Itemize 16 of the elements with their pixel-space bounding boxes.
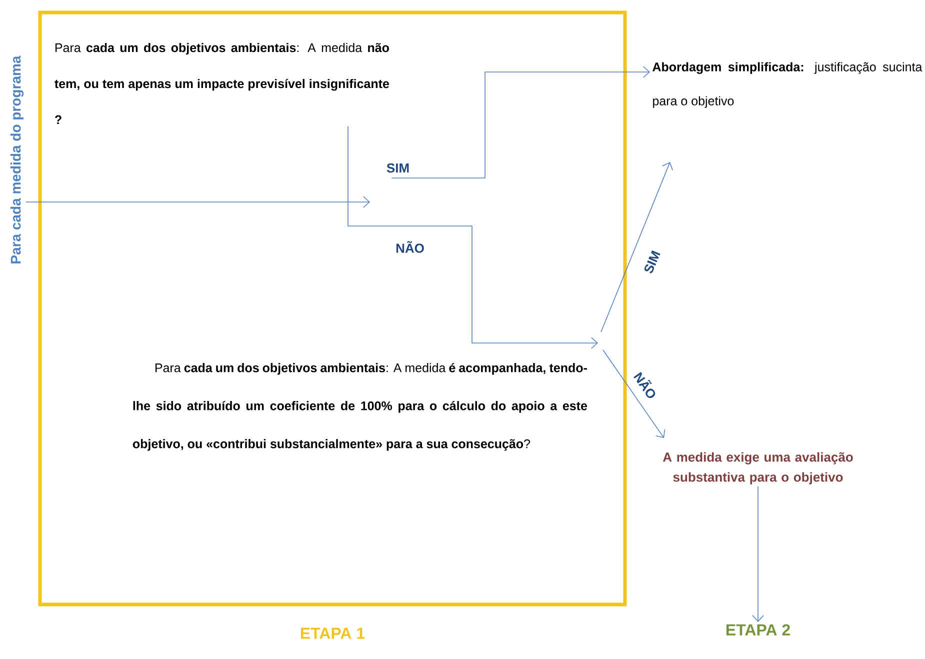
arrow (752, 486, 764, 622)
arrow (602, 350, 666, 438)
edge-label: SIM (385, 162, 411, 174)
question-text: Para cada um dos objetivos ambientais: A medida não tem, ou tem apenas um impacte previsível insignificante ? (54, 42, 390, 124)
node-label: ETAPA 1 (300, 628, 365, 639)
arrow (348, 126, 598, 349)
edge-label: NÃO (394, 240, 426, 254)
outcome-text: Abordagem simplificada: justificação sucinta para o objetivo (652, 62, 922, 108)
arrow (600, 162, 674, 332)
arrow (391, 66, 650, 178)
vertical-label: Para cada medida do programa (10, 56, 24, 264)
outcome-text: A medida exige uma avaliação substantiva para o objetivo (662, 452, 853, 484)
arrow (25, 196, 370, 208)
question-text: Para cada um dos objetivos ambientais: A medida é acompanhada, tendo-lhe sido atribuído um coeficiente de 100% para o cálculo do apoio a este objetivo, ou «contribui substancialmente» para a sua consecução? (132, 362, 588, 451)
stage-label: ETAPA 2 (726, 624, 790, 636)
edge-label: SIM (642, 248, 662, 276)
